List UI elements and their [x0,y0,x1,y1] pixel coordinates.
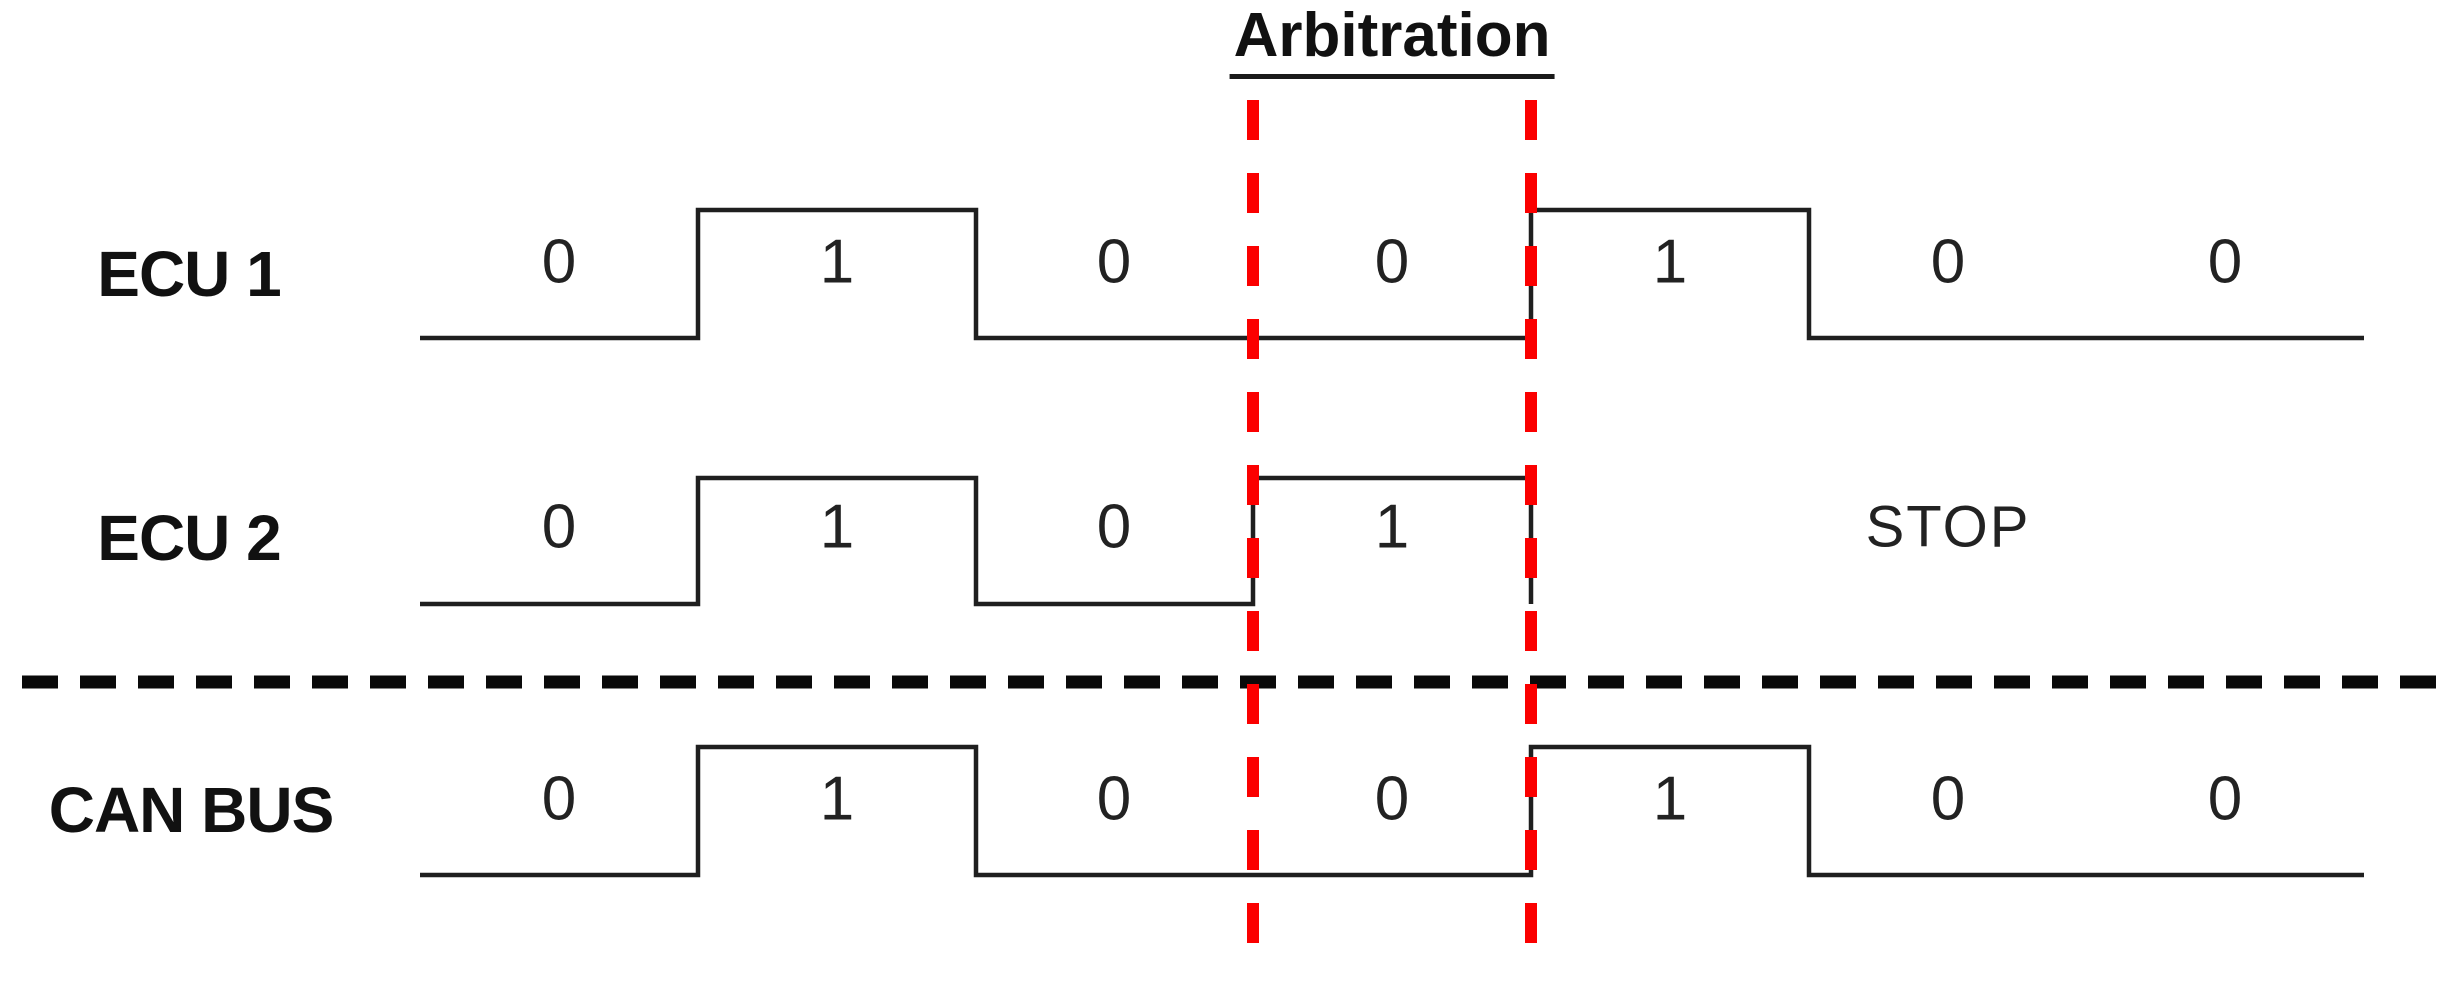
ecu1-bit-3: 0 [1374,227,1410,297]
canbus-bit-3: 0 [1374,764,1410,834]
row-label-canbus: CAN BUS [48,774,335,846]
ecu2-bit-3: 1 [1374,492,1410,562]
canbus-bit-0: 0 [541,764,577,834]
canbus-waveform [420,744,2364,878]
diagram-title: Arbitration [1229,1,1555,80]
ecu1-bit-2: 0 [1096,227,1132,297]
ecu2-bit-1: 1 [819,492,855,562]
ecu1-bit-4: 1 [1652,227,1688,297]
ecu1-bit-6: 0 [2207,227,2243,297]
row-label-ecu1: ECU 1 [97,238,281,310]
canbus-bit-4: 1 [1652,764,1688,834]
ecu2-waveform [420,475,1534,607]
canbus-bit-6: 0 [2207,764,2243,834]
ecu1-bit-5: 0 [1930,227,1966,297]
row-label-ecu2: ECU 2 [97,502,281,574]
ecu2-bit-2: 0 [1096,492,1132,562]
canbus-bit-2: 0 [1096,764,1132,834]
ecu2-stop-label: STOP [1865,494,2031,560]
ecu1-bit-0: 0 [541,227,577,297]
canbus-bit-5: 0 [1930,764,1966,834]
ecu1-bit-1: 1 [819,227,855,297]
ecu2-bit-0: 0 [541,492,577,562]
canbus-bit-1: 1 [819,764,855,834]
